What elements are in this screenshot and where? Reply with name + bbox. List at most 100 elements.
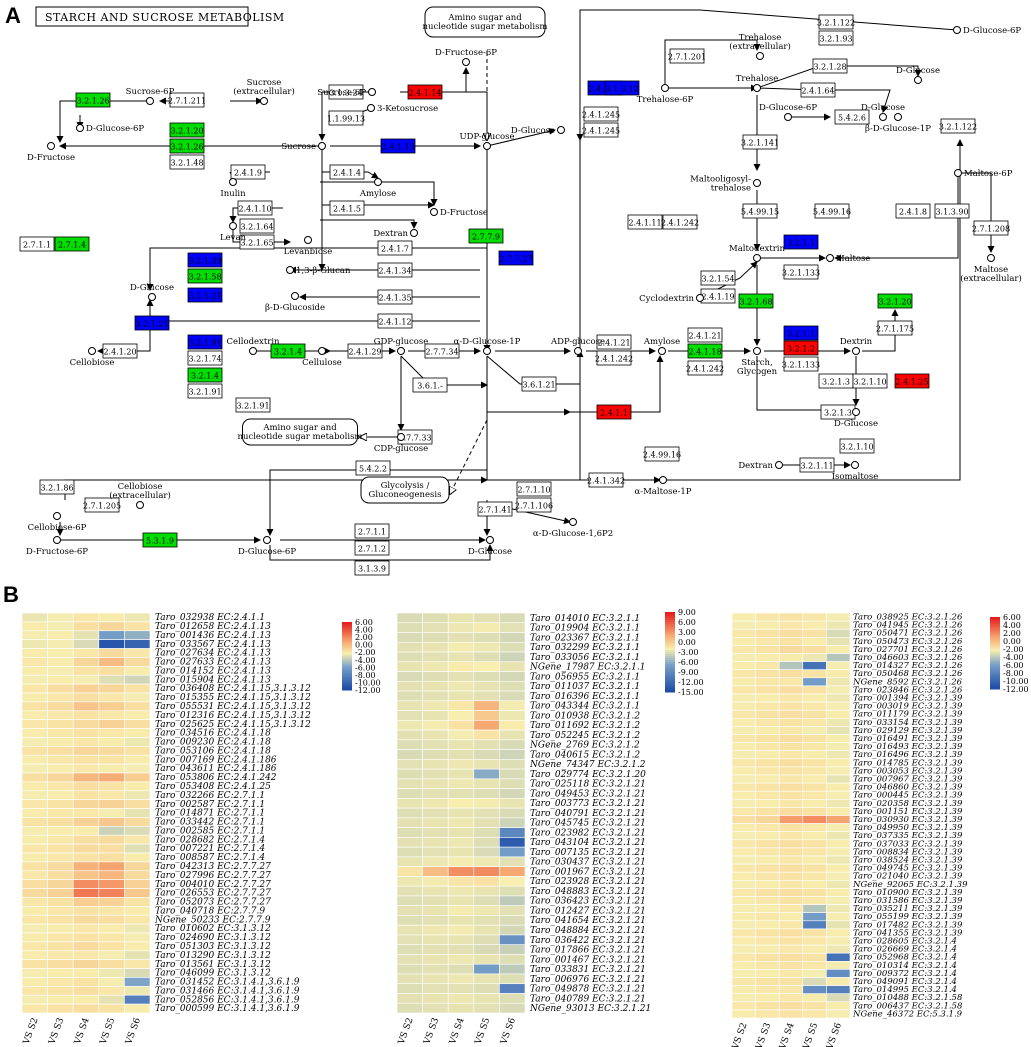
heatmap-cell (47, 941, 74, 952)
heatmap-cell (98, 772, 125, 783)
heatmap-cell (826, 645, 851, 654)
heatmap-cell (802, 1009, 827, 1019)
enzyme-label: 2.7.7.27 (499, 255, 532, 264)
heatmap-cell (755, 823, 780, 833)
heatmap-cell (731, 847, 756, 857)
heatmap-cell (755, 653, 780, 662)
enzyme-box-fill (54, 236, 90, 252)
heatmap-cell (396, 641, 423, 653)
legend-gradient-step (990, 644, 1000, 647)
column-label: S1 VS S6 (119, 1016, 143, 1047)
heatmap-cell (499, 739, 526, 750)
heatmap-cell (826, 669, 851, 679)
heatmap-cell (802, 904, 827, 914)
heatmap-cell (826, 742, 851, 752)
heatmap-cell (21, 834, 48, 845)
heatmap-cell (826, 855, 851, 865)
legend-gradient-step (665, 650, 675, 653)
enzyme-box-fill (39, 479, 75, 495)
heatmap-cell (396, 749, 423, 760)
heatmap-cell (447, 963, 475, 975)
compound-label: D-Fructose (27, 153, 75, 163)
compound-node: Sucrose(extracellular) (233, 78, 295, 105)
compound-dot (851, 461, 859, 469)
heatmap-cell (47, 968, 74, 978)
compound-label: α-D-Glucose-1P (454, 337, 521, 347)
heatmap-cell (98, 612, 125, 623)
heatmap-cell (124, 737, 151, 747)
heatmap-cell (499, 680, 526, 692)
heatmap-cell (47, 763, 74, 774)
heatmap-cell (826, 871, 851, 881)
heatmap-cell (499, 768, 526, 780)
compound-node: α-D-Glucose-1P (454, 337, 521, 355)
heatmap-cell (802, 936, 827, 946)
compound-dot (53, 536, 61, 544)
heatmap-cell (98, 897, 125, 907)
heatmap-cell (21, 746, 48, 756)
compound-label: Sucrose(extracellular) (233, 78, 295, 97)
compound-node: Cellulose (302, 347, 342, 368)
row-label: NGene_46372 EC:5.3.1.9 (852, 1009, 963, 1019)
heatmap-cell (499, 856, 526, 867)
heatmap-cell (447, 641, 475, 653)
heatmap-cell (21, 666, 48, 676)
legend-tick: -8.00 (355, 671, 376, 680)
heatmap-cell (473, 622, 500, 633)
compound-label: Sucrose-6P (126, 87, 175, 97)
heatmap-cell (98, 657, 125, 667)
row-label: Taro_025625 EC:2.4.1.15,3.1.3.12 (155, 720, 311, 730)
row-label: Taro_025118 EC:3.2.1.21 (530, 780, 646, 790)
heatmap-cell (755, 839, 780, 849)
compound-dot (987, 254, 995, 262)
enzyme-box: 2.4.1.245 (582, 106, 620, 122)
column-label: S1 VS S5 (94, 1016, 118, 1047)
heatmap-cell (755, 636, 780, 646)
compound-dot (784, 113, 792, 121)
heatmap-cell (447, 827, 475, 838)
compound-label: Levanbiose (284, 247, 333, 257)
enzyme-label: 2.7.1.106 (515, 502, 553, 511)
row-label: Taro_052856 EC:3.1.4.1,3.6.1.9 (155, 995, 300, 1005)
enzyme-box-fill (187, 350, 223, 366)
enzyme-label: 2.4.1.21 (688, 332, 721, 341)
enzyme-label: 2.4.1.245 (582, 127, 620, 136)
enzyme-box: 3.2.1.26 (169, 138, 205, 154)
legend-gradient-step (665, 640, 675, 643)
heatmap-cell (124, 888, 151, 898)
heatmap-cell (755, 693, 780, 703)
enzyme-box: 2.7.1.175 (876, 320, 914, 336)
compound-label: Isomaltose (832, 472, 879, 482)
heatmap-cell (499, 788, 526, 799)
row-label: Taro_040615 EC:3.2.1.2 (530, 750, 640, 760)
map-link-box[interactable]: Glycolysis /Gluconeogenesis (360, 476, 450, 504)
heatmap-cell (778, 718, 804, 727)
heatmap-cell (396, 934, 423, 946)
compound-dot (661, 84, 669, 92)
compound-node: 3-Ketosucrose (367, 104, 438, 114)
heatmap-cell (826, 701, 851, 711)
heatmap-cell (731, 936, 756, 946)
compound-node: CDP-glucose (374, 433, 428, 454)
heatmap-cell (826, 863, 851, 873)
heatmap-cell (826, 685, 851, 695)
heatmap-cell (755, 782, 780, 792)
heatmap-cell (802, 815, 827, 824)
heatmap-cell (447, 993, 475, 1004)
enzyme-box-fill (142, 532, 178, 548)
heatmap-cell (47, 879, 74, 889)
heatmap-cell (778, 863, 804, 873)
heatmap-cell (778, 645, 804, 654)
legend-gradient-step (990, 642, 1000, 645)
compound-dot (291, 292, 299, 300)
enzyme-label: 3.2.1.26 (76, 97, 109, 106)
heatmap-cell (422, 690, 449, 702)
enzyme-label: 3.2.1.26 (170, 143, 203, 152)
row-label: Taro_038524 EC:3.2.1.39 (853, 855, 963, 865)
heatmap-cell (755, 960, 780, 970)
heatmap-cell (826, 734, 851, 743)
